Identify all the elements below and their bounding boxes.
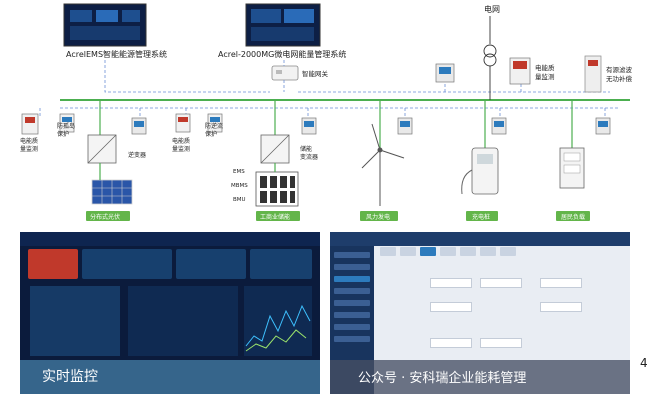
monitor-caption: 实时监控 [42,369,98,385]
inverter-label: 逆变器 [128,151,146,159]
config-field [540,278,582,288]
pq-monitor-top [509,57,531,85]
ev-charger [461,147,499,195]
monitor-title-bar [20,232,320,246]
config-side-item [334,312,370,318]
filter-label-b: 无功补偿 [606,74,633,83]
config-tab [420,247,436,256]
inverter-meter [131,117,147,135]
config-side-item [334,288,370,294]
monitor-flow-area [128,286,238,356]
monitor-chart-lines [245,304,311,352]
wind-meter [397,117,413,135]
config-tab [440,247,456,256]
pq-monitor-2 [175,113,191,133]
monitor-card-2 [82,249,172,279]
pq-monitor-top-label-b: 量监测 [535,72,555,81]
anti-island-label-a: 防孤岛 [57,122,75,130]
config-tab [460,247,476,256]
storage-meter [301,117,317,135]
wind-badge-label: 风力发电 [366,213,390,221]
config-tab [380,247,396,256]
pq1-label-a: 电能质 [20,137,38,145]
backflow-label-b: 保护 [205,130,217,138]
config-side-item [334,276,370,282]
wind-turbine [361,123,405,206]
pq2-label-b: 量监测 [172,145,190,153]
config-caption: 公众号 · 安科瑞企业能耗管理 [358,371,527,386]
pq1-label-b: 量监测 [20,145,38,153]
storage-converter-box [260,134,290,164]
config-side-item [334,264,370,270]
bmu-tag: BMU [233,197,246,203]
filter-cabinet [584,55,602,93]
grid-transformer [483,16,497,100]
monitor-card-4 [250,249,312,279]
config-field [480,338,522,348]
mbms-tag: MBMS [231,183,248,189]
config-tab [480,247,496,256]
anti-island-device [59,113,75,133]
wind-badge [360,211,398,221]
load-badge-label: 居民负载 [561,213,585,221]
ems-tag: EMS [233,169,245,175]
comm-lines [39,60,620,118]
ems-label: AcrelEMS智能能源管理系统 [66,49,167,59]
config-tab [500,247,516,256]
config-field [430,278,472,288]
config-side-item [334,300,370,306]
anti-island-label-b: 保护 [57,130,69,138]
storage-conv-label-b: 变流器 [300,153,318,161]
ems-screen [63,3,147,47]
charger-badge [466,211,498,221]
storage-conv-label-a: 储能 [300,145,312,153]
monitor-caption-bar [20,360,320,394]
config-top-bar [330,232,630,246]
branch-lines [99,100,573,150]
config-field [540,302,582,312]
pv-badge-label: 分布式光伏 [90,213,120,221]
top-meter [435,63,455,83]
mg-label: Acrel-2000MG微电网能量管理系统 [218,49,346,59]
config-side-item [334,336,370,342]
battery-pack [255,171,299,207]
monitor-3d-view [30,286,120,356]
config-field [430,302,472,312]
load-meter [595,117,611,135]
config-field [430,338,472,348]
pq2-label-a: 电能质 [172,137,190,145]
storage-badge [256,211,300,221]
monitor-card-1 [28,249,78,279]
monitor-screenshot: 实时监控 [20,232,320,394]
config-tab [400,247,416,256]
filter-label-a: 有源滤波 [606,65,633,74]
charger-badge-label: 充电桩 [472,213,490,221]
storage-badge-label: 工商业储能 [260,213,290,221]
pq-monitor-top-label-a: 电能质 [535,63,555,72]
pv-badge [86,211,130,221]
backflow-label-a: 防逆流 [205,122,223,130]
pv-panel [91,179,133,205]
grid-label: 电网 [484,4,500,14]
gateway-label: 智能网关 [302,69,329,78]
backflow-device [207,113,223,133]
page-number: 4 [640,356,648,370]
config-screenshot: 公众号 · 安科瑞企业能耗管理 [330,232,630,394]
monitor-card-3 [176,249,246,279]
config-field [480,278,522,288]
load-badge [556,211,590,221]
pq-monitor-1 [21,113,39,135]
config-side-item [334,324,370,330]
energy-system-diagram: AcrelEMS智能能源管理系统 Acrel-2000MG微电网能量管理系统 智… [20,3,633,221]
config-caption-bar [330,360,630,394]
charger-meter [491,117,507,135]
config-side-item [334,252,370,258]
gateway-device [271,65,299,81]
load-panel [559,147,585,189]
mg-screen [245,3,321,47]
inverter-box [87,134,117,164]
